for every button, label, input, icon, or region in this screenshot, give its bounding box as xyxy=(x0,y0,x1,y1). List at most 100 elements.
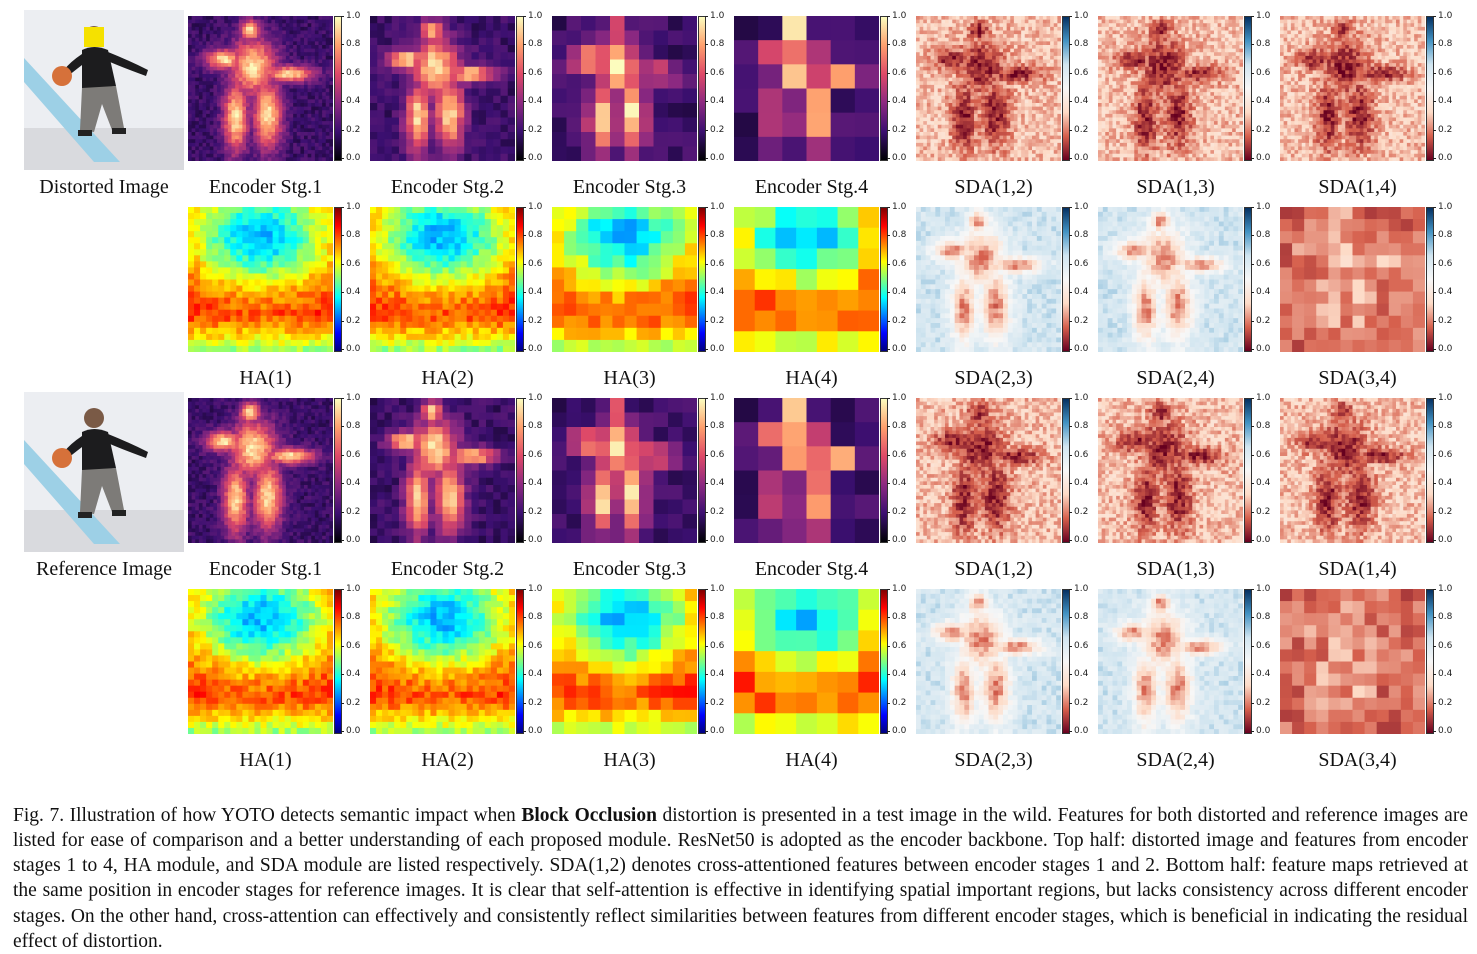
colorbar xyxy=(880,207,888,352)
heatmap-image xyxy=(370,589,515,734)
colorbar-tick: 0.6 xyxy=(528,642,542,651)
colorbar-tick: 0.8 xyxy=(710,422,724,431)
colorbar-tick: 1.0 xyxy=(892,203,906,212)
feature-map xyxy=(370,207,515,352)
feature-map xyxy=(1098,589,1243,734)
colorbar-tick: 0.8 xyxy=(1074,613,1088,622)
colorbar-tick: 1.0 xyxy=(892,585,906,594)
panel-label: SDA(1,2) xyxy=(906,176,1081,198)
colorbar-tick: 0.8 xyxy=(1074,231,1088,240)
colorbar-tick: 1.0 xyxy=(892,394,906,403)
colorbar-tick: 1.0 xyxy=(710,585,724,594)
heatmap-image xyxy=(370,207,515,352)
colorbar-tick: 1.0 xyxy=(1256,394,1270,403)
colorbar-tick: 0.0 xyxy=(1438,727,1452,736)
colorbar-tick: 0.8 xyxy=(710,231,724,240)
colorbar-tick: 0.8 xyxy=(346,231,360,240)
panel-label: HA(4) xyxy=(724,367,899,389)
colorbar-tick: 0.4 xyxy=(892,670,906,679)
panel-label: SDA(1,4) xyxy=(1270,558,1445,580)
colorbar-tick: 0.0 xyxy=(892,154,906,163)
colorbar xyxy=(698,589,706,734)
colorbar-tick: 0.2 xyxy=(346,508,360,517)
colorbar-tick: 0.8 xyxy=(892,422,906,431)
feature-map xyxy=(1098,398,1243,543)
colorbar-tick: 0.8 xyxy=(1438,613,1452,622)
colorbar-tick: 0.6 xyxy=(892,260,906,269)
panel-label: SDA(1,2) xyxy=(906,558,1081,580)
colorbar-tick: 0.6 xyxy=(1074,69,1088,78)
colorbar-tick: 0.8 xyxy=(892,40,906,49)
occlusion-block xyxy=(84,27,104,47)
panel-label: Encoder Stg.4 xyxy=(724,558,899,580)
colorbar xyxy=(1426,207,1434,352)
colorbar-tick: 0.6 xyxy=(892,451,906,460)
colorbar-tick: 0.6 xyxy=(710,260,724,269)
colorbar-tick: 0.8 xyxy=(710,40,724,49)
colorbar-tick: 0.2 xyxy=(1256,317,1270,326)
heatmap-image xyxy=(734,398,879,543)
colorbar-tick: 0.0 xyxy=(892,345,906,354)
heatmap-image xyxy=(552,207,697,352)
heatmap-image xyxy=(188,207,333,352)
colorbar-tick: 0.8 xyxy=(1438,40,1452,49)
colorbar-tick: 0.4 xyxy=(1438,288,1452,297)
colorbar-tick: 0.4 xyxy=(1074,97,1088,106)
colorbar-tick: 0.6 xyxy=(1438,260,1452,269)
colorbar-tick: 0.2 xyxy=(892,317,906,326)
colorbar xyxy=(698,398,706,543)
colorbar-tick: 0.0 xyxy=(710,154,724,163)
colorbar-tick: 0.4 xyxy=(710,670,724,679)
colorbar-tick: 0.2 xyxy=(710,699,724,708)
feature-map xyxy=(370,16,515,161)
colorbar-tick: 0.4 xyxy=(1256,97,1270,106)
heatmap-image xyxy=(370,398,515,543)
colorbar-tick: 0.6 xyxy=(528,69,542,78)
colorbar-tick: 0.0 xyxy=(528,727,542,736)
colorbar-tick: 0.2 xyxy=(1074,508,1088,517)
reference-photo xyxy=(24,392,184,552)
colorbar-tick: 0.6 xyxy=(1438,69,1452,78)
colorbar-tick: 0.6 xyxy=(346,69,360,78)
colorbar-tick: 0.0 xyxy=(528,536,542,545)
feature-map xyxy=(1280,16,1425,161)
feature-map xyxy=(188,16,333,161)
colorbar xyxy=(516,398,524,543)
colorbar-tick: 0.6 xyxy=(710,69,724,78)
colorbar-tick: 1.0 xyxy=(346,203,360,212)
colorbar-tick: 0.2 xyxy=(892,508,906,517)
heatmap-image xyxy=(1098,16,1243,161)
feature-map xyxy=(734,207,879,352)
colorbar-tick: 1.0 xyxy=(710,12,724,21)
feature-map xyxy=(916,16,1061,161)
colorbar-tick: 0.8 xyxy=(528,231,542,240)
colorbar-tick: 0.8 xyxy=(1438,422,1452,431)
feature-map xyxy=(552,16,697,161)
colorbar-tick: 1.0 xyxy=(1074,585,1088,594)
panel-label: Encoder Stg.1 xyxy=(178,176,353,198)
colorbar xyxy=(1062,16,1070,161)
feature-map xyxy=(734,16,879,161)
colorbar-tick: 0.0 xyxy=(346,154,360,163)
colorbar-tick: 0.6 xyxy=(1074,260,1088,269)
colorbar-tick: 0.0 xyxy=(1438,345,1452,354)
colorbar-tick: 0.6 xyxy=(1438,642,1452,651)
heatmap-image xyxy=(1098,207,1243,352)
colorbar-tick: 0.0 xyxy=(528,345,542,354)
colorbar-tick: 1.0 xyxy=(528,12,542,21)
colorbar xyxy=(516,207,524,352)
colorbar-tick: 0.4 xyxy=(1256,288,1270,297)
colorbar-tick: 0.4 xyxy=(710,97,724,106)
colorbar xyxy=(1244,589,1252,734)
colorbar-tick: 0.2 xyxy=(528,317,542,326)
colorbar-tick: 0.0 xyxy=(1074,536,1088,545)
colorbar xyxy=(880,398,888,543)
heatmap-image xyxy=(1280,207,1425,352)
colorbar-tick: 0.0 xyxy=(710,727,724,736)
colorbar-tick: 0.6 xyxy=(1256,260,1270,269)
colorbar-tick: 1.0 xyxy=(1438,394,1452,403)
heatmap-image xyxy=(1098,398,1243,543)
colorbar-tick: 0.0 xyxy=(1074,345,1088,354)
colorbar-tick: 0.6 xyxy=(1074,451,1088,460)
colorbar-tick: 0.2 xyxy=(1438,699,1452,708)
